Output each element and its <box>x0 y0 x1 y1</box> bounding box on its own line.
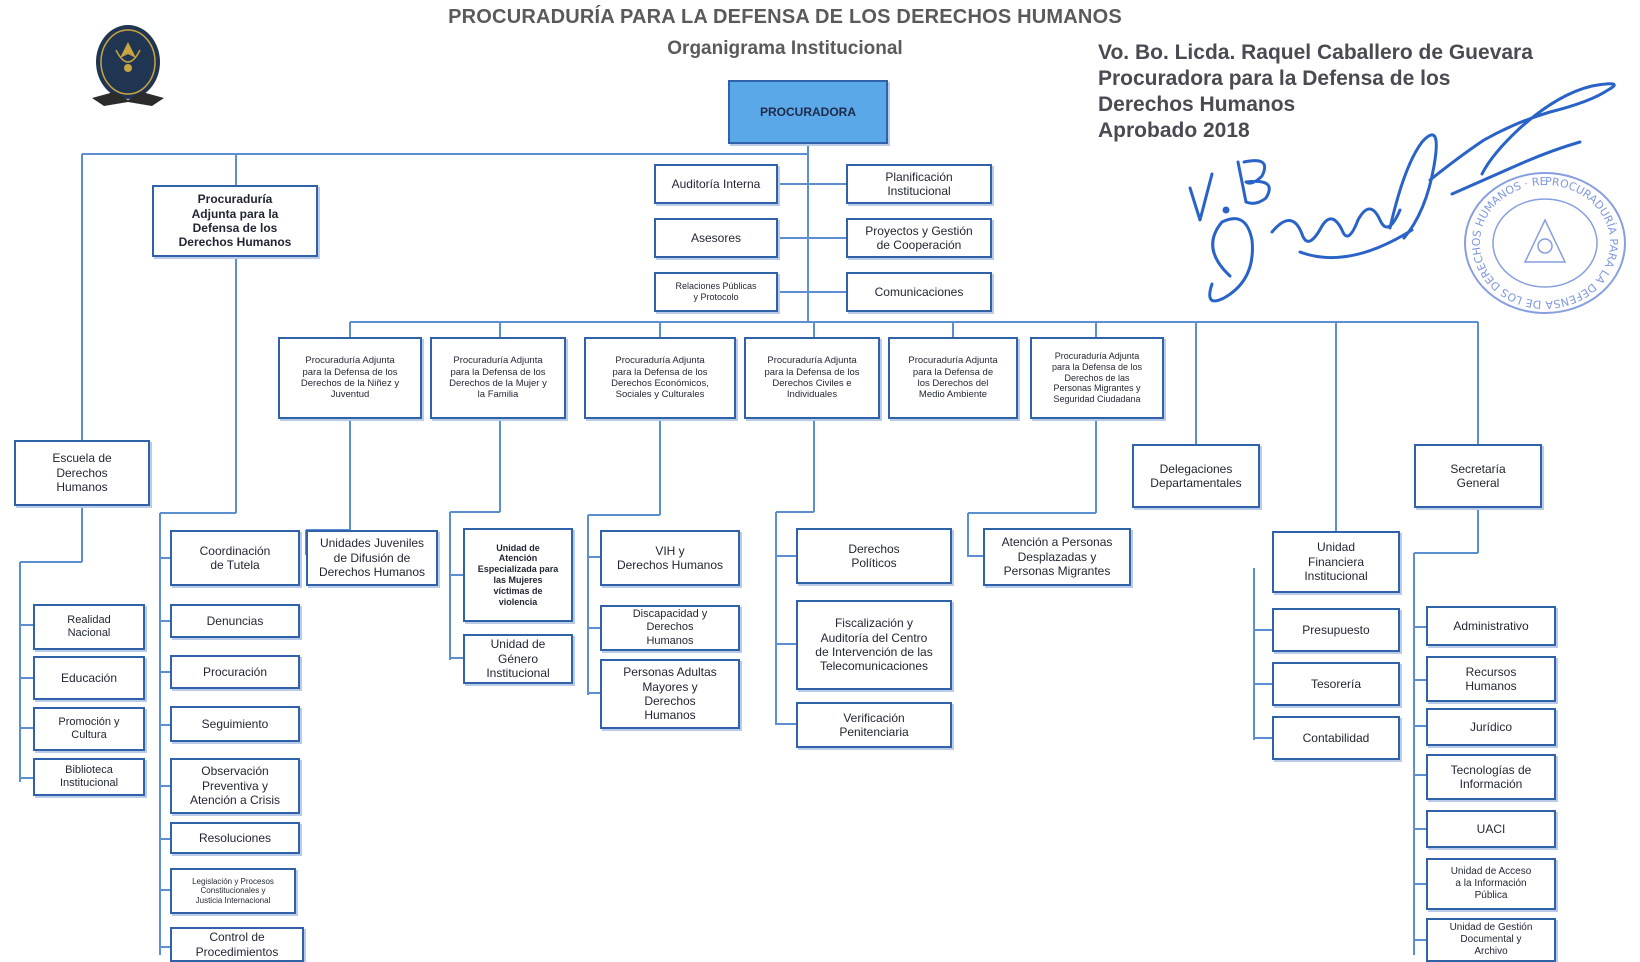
box-control-procedimientos[interactable]: Control de Procedimientos <box>170 927 304 962</box>
box-juridico[interactable]: Jurídico <box>1426 708 1556 746</box>
box-observacion-preventiva[interactable]: Observación Preventiva y Atención a Cris… <box>170 758 300 814</box>
box-seguimiento[interactable]: Seguimiento <box>170 706 300 742</box>
official-stamp: PROCURADURÍA PARA LA DEFENSA DE LOS DERE… <box>1455 170 1626 314</box>
box-unidades-juveniles[interactable]: Unidades Juveniles de Difusión de Derech… <box>306 530 438 586</box>
box-adjunta-mujer-familia[interactable]: Procuraduría Adjunta para la Defensa de … <box>430 337 566 419</box>
approval-line-3: Derechos Humanos <box>1098 93 1296 116</box>
box-derechos-politicos[interactable]: Derechos Políticos <box>796 528 952 584</box>
box-atencion-personas-desplazadas[interactable]: Atención a Personas Desplazadas y Person… <box>983 528 1131 586</box>
box-educacion[interactable]: Educación <box>33 656 145 700</box>
box-unidad-financiera[interactable]: Unidad Financiera Institucional <box>1272 531 1400 593</box>
box-unidad-genero[interactable]: Unidad de Género Institucional <box>463 634 573 684</box>
box-procuracion[interactable]: Procuración <box>170 655 300 689</box>
box-auditoria-interna[interactable]: Auditoría Interna <box>654 164 778 204</box>
box-tecnologias-informacion[interactable]: Tecnologías de Información <box>1426 754 1556 800</box>
handwritten-signature <box>1188 82 1616 303</box>
box-unidad-acceso-informacion[interactable]: Unidad de Acceso a la Información Públic… <box>1426 858 1556 910</box>
box-planificacion[interactable]: Planificación Institucional <box>846 164 992 204</box>
box-discapacidad[interactable]: Discapacidad y Derechos Humanos <box>600 605 740 651</box>
box-personas-adultas-mayores[interactable]: Personas Adultas Mayores y Derechos Huma… <box>600 659 740 729</box>
box-adjunta-civiles[interactable]: Procuraduría Adjunta para la Defensa de … <box>744 337 880 419</box>
box-adjunta-desc[interactable]: Procuraduría Adjunta para la Defensa de … <box>584 337 736 419</box>
box-unidad-gestion-documental[interactable]: Unidad de Gestión Documental y Archivo <box>1426 918 1556 962</box>
box-asesores[interactable]: Asesores <box>654 218 778 258</box>
box-coordinacion-tutela[interactable]: Coordinación de Tutela <box>170 530 300 586</box>
box-uaci[interactable]: UACI <box>1426 810 1556 848</box>
box-resoluciones[interactable]: Resoluciones <box>170 822 300 854</box>
box-biblioteca[interactable]: Biblioteca Institucional <box>33 758 145 796</box>
page-title: PROCURADURÍA PARA LA DEFENSA DE LOS DERE… <box>448 6 1122 28</box>
box-realidad-nacional[interactable]: Realidad Nacional <box>33 604 145 650</box>
approval-line-1: Vo. Bo. Licda. Raquel Caballero de Gueva… <box>1098 41 1533 64</box>
institution-seal-icon <box>92 25 164 106</box>
box-procuraduria-adjunta-general[interactable]: Procuraduría Adjunta para la Defensa de … <box>152 185 318 257</box>
box-promocion-cultura[interactable]: Promoción y Cultura <box>33 707 145 751</box>
box-proyectos-cooperacion[interactable]: Proyectos y Gestión de Cooperación <box>846 218 992 258</box>
box-tesoreria[interactable]: Tesorería <box>1272 662 1400 706</box>
box-vih-derechos-humanos[interactable]: VIH y Derechos Humanos <box>600 530 740 586</box>
box-denuncias[interactable]: Denuncias <box>170 604 300 638</box>
approval-line-4: Aprobado 2018 <box>1098 119 1250 142</box>
box-adjunta-medio-ambiente[interactable]: Procuraduría Adjunta para la Defensa de … <box>888 337 1018 419</box>
box-comunicaciones[interactable]: Comunicaciones <box>846 272 992 312</box>
box-contabilidad[interactable]: Contabilidad <box>1272 716 1400 760</box>
box-verificacion-penitenciaria[interactable]: Verificación Penitenciaria <box>796 702 952 748</box>
box-procuradora[interactable]: PROCURADORA <box>728 80 888 144</box>
approval-line-2: Procuradora para la Defensa de los <box>1098 67 1451 90</box>
box-administrativo[interactable]: Administrativo <box>1426 606 1556 646</box>
box-delegaciones-departamentales[interactable]: Delegaciones Departamentales <box>1132 444 1260 508</box>
box-secretaria-general[interactable]: Secretaría General <box>1414 444 1542 508</box>
page-subtitle: Organigrama Institucional <box>667 38 903 59</box>
box-unidad-atencion-mujeres[interactable]: Unidad de Atención Especializada para la… <box>463 528 573 622</box>
box-escuela-derechos-humanos[interactable]: Escuela de Derechos Humanos <box>14 440 150 506</box>
box-recursos-humanos[interactable]: Recursos Humanos <box>1426 656 1556 702</box>
box-adjunta-migrantes[interactable]: Procuraduría Adjunta para la Defensa de … <box>1030 337 1164 419</box>
box-relaciones-publicas[interactable]: Relaciones Públicas y Protocolo <box>654 272 778 312</box>
box-presupuesto[interactable]: Presupuesto <box>1272 608 1400 652</box>
svg-text:PROCURADURÍA PARA LA DEFENSA D: PROCURADURÍA PARA LA DEFENSA DE LOS DERE… <box>1455 170 1620 311</box>
box-adjunta-ninez-juventud[interactable]: Procuraduría Adjunta para la Defensa de … <box>278 337 422 419</box>
box-legislacion-procesos[interactable]: Legislación y Procesos Constitucionales … <box>170 868 296 914</box>
box-fiscalizacion-auditoria[interactable]: Fiscalización y Auditoría del Centro de … <box>796 600 952 690</box>
